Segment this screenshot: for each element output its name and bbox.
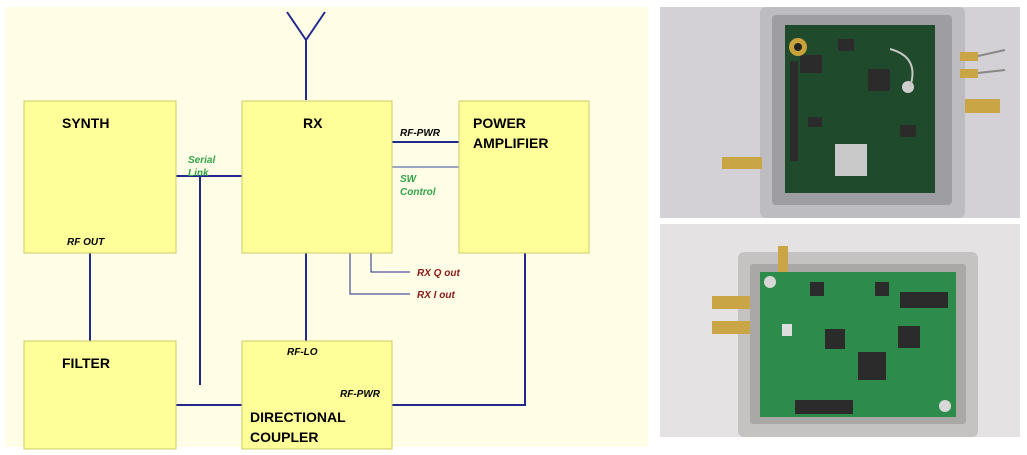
pcb-photo-bottom <box>660 224 1020 437</box>
antenna-icon <box>286 11 326 100</box>
rx-label: RX <box>303 115 323 131</box>
power-amplifier-label-2: AMPLIFIER <box>473 135 548 151</box>
synth-block <box>23 100 177 254</box>
rx-q-out-label: RX Q out <box>417 268 460 279</box>
wire-coupler-pa <box>392 253 526 406</box>
rf-pwr-coupler-label: RF-PWR <box>340 389 381 400</box>
wires <box>89 141 526 406</box>
coupler-label-2: COUPLER <box>250 429 318 445</box>
serial-link-label-2: Link <box>188 168 209 179</box>
sw-control-label-2: Control <box>400 187 436 198</box>
power-amplifier-label-1: POWER <box>473 115 526 131</box>
sw-control-label-1: SW <box>400 174 418 185</box>
rf-pwr-pa-label: RF-PWR <box>400 128 441 139</box>
serial-link-label-1: Serial <box>188 155 215 166</box>
rx-i-out-label: RX I out <box>417 290 455 301</box>
rx-outputs <box>349 253 410 295</box>
rf-out-label: RF OUT <box>67 237 105 248</box>
synth-label: SYNTH <box>62 115 109 131</box>
filter-label: FILTER <box>62 355 110 371</box>
block-diagram: SYNTH RX POWER AMPLIFIER FILTER DIRECTIO… <box>5 7 648 450</box>
directional-coupler-block <box>241 340 393 450</box>
rf-lo-label: RF-LO <box>287 347 318 358</box>
filter-block <box>23 340 177 450</box>
power-amplifier-block <box>458 100 590 254</box>
rx-block <box>241 100 393 254</box>
pcb-photo-top <box>660 7 1020 218</box>
wire-rx-q <box>370 253 410 273</box>
coupler-label-1: DIRECTIONAL <box>250 409 346 425</box>
wire-rx-i <box>349 253 410 295</box>
